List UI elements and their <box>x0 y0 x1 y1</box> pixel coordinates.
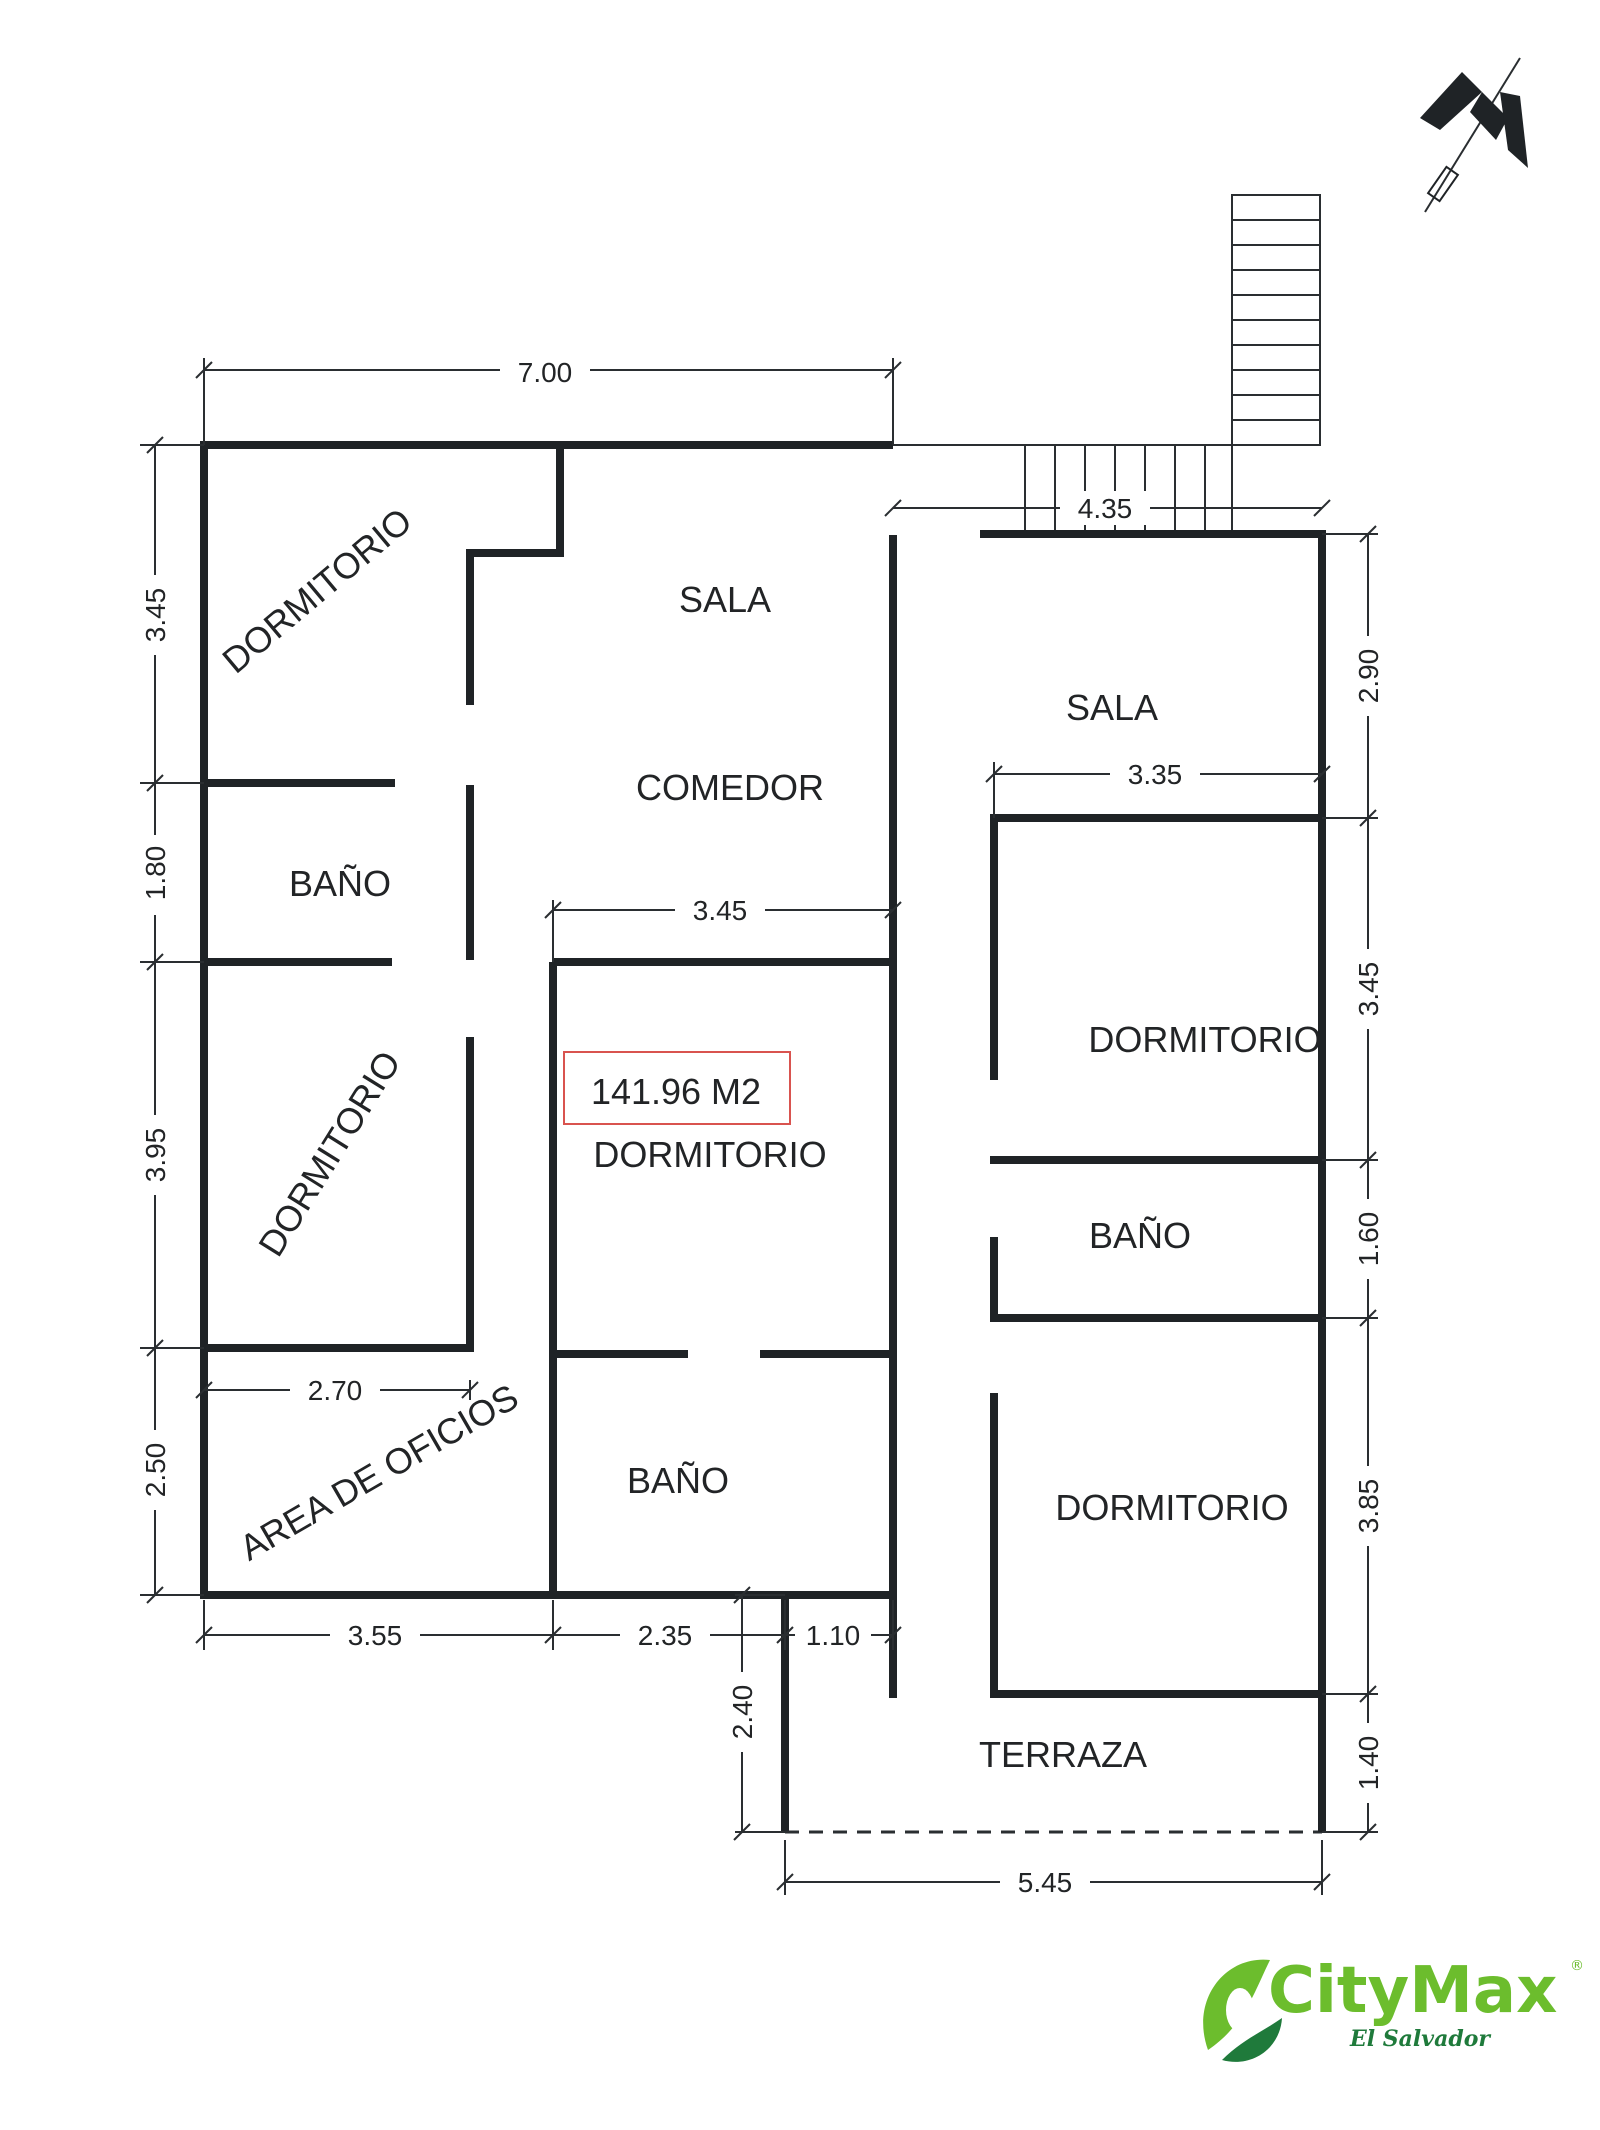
dim-left-2: 1.80 <box>140 846 171 901</box>
room-dormitorio-center: DORMITORIO <box>593 1134 826 1175</box>
room-dormitorio-e: DORMITORIO <box>1088 1019 1321 1060</box>
dim-bottom-3-55: 3.55 <box>348 1620 403 1651</box>
dim-top-width: 7.00 <box>518 357 573 388</box>
logo-brand: CityMax <box>1268 1954 1557 2028</box>
logo-registered: ® <box>1570 1958 1584 1974</box>
stairs <box>893 194 1321 534</box>
logo-sub: El Salvador <box>1349 2026 1491 2052</box>
dim-vert-2-40: 2.40 <box>727 1685 758 1740</box>
dim-right-3-85: 3.85 <box>1353 1479 1384 1534</box>
dim-left-4: 2.50 <box>140 1443 171 1498</box>
dim-inner-3-45: 3.45 <box>693 895 748 926</box>
room-bano-center: BAÑO <box>627 1460 729 1501</box>
citymax-logo: CityMax El Salvador ® <box>1203 1954 1584 2062</box>
room-comedor: COMEDOR <box>636 767 824 808</box>
room-sala-right: SALA <box>1066 687 1158 728</box>
dim-right-3-35: 3.35 <box>1128 759 1183 790</box>
dim-right-1-60: 1.60 <box>1353 1212 1384 1267</box>
citymax-leaf-icon <box>1203 1959 1282 2062</box>
dimension-lines <box>140 358 1378 1895</box>
dim-bottom-5-45: 5.45 <box>1018 1867 1073 1898</box>
room-sala-left: SALA <box>679 579 771 620</box>
dimension-labels: 7.00 3.45 1.80 3.95 2.50 3.45 2.70 3.55 … <box>138 352 1385 1899</box>
north-arrow-icon <box>1420 57 1528 213</box>
room-dormitorio-se: DORMITORIO <box>1055 1487 1288 1528</box>
room-dormitorio-nw: DORMITORIO <box>214 500 419 681</box>
room-bano-left: BAÑO <box>289 863 391 904</box>
room-terraza: TERRAZA <box>979 1734 1147 1775</box>
dim-left-3: 3.95 <box>140 1128 171 1183</box>
area-label: 141.96 M2 <box>563 1051 791 1125</box>
dim-right-1-40: 1.40 <box>1353 1736 1384 1791</box>
dim-left-1: 3.45 <box>140 588 171 643</box>
dim-bottom-1-10: 1.10 <box>806 1620 861 1651</box>
dim-right-2-90: 2.90 <box>1353 649 1384 704</box>
dim-inner-2-70: 2.70 <box>308 1375 363 1406</box>
room-bano-right: BAÑO <box>1089 1215 1191 1256</box>
area-value: 141.96 M2 <box>591 1071 761 1112</box>
dim-right-3-45: 3.45 <box>1353 962 1384 1017</box>
dim-right-top-4-35: 4.35 <box>1078 493 1133 524</box>
dim-bottom-2-35: 2.35 <box>638 1620 693 1651</box>
room-labels: DORMITORIO SALA COMEDOR BAÑO DORMITORIO … <box>214 500 1321 1775</box>
room-dormitorio-w: DORMITORIO <box>250 1044 408 1264</box>
